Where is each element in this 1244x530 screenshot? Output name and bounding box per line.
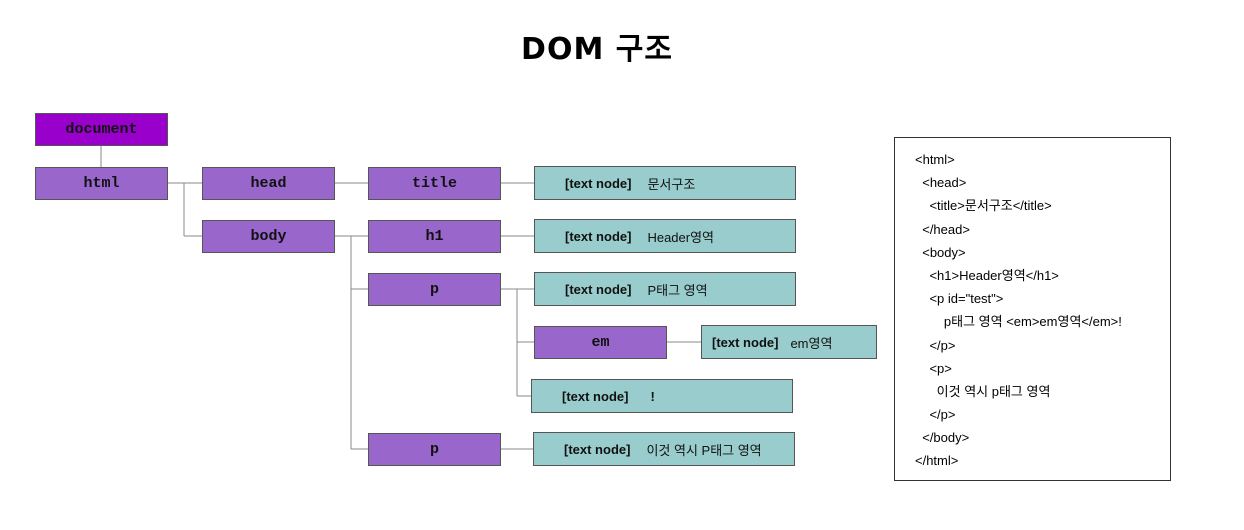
node-body-label: body: [250, 228, 287, 245]
text-node-tag: [text node]: [712, 334, 779, 350]
text-node-tag: [text node]: [565, 281, 632, 297]
node-document-label: document: [65, 121, 138, 138]
code-line: <head>: [915, 175, 967, 191]
node-head-label: head: [250, 175, 287, 192]
code-line: <p id="test">: [915, 291, 1004, 307]
text-node-exclamation: [text node] !: [531, 379, 793, 413]
text-node-tag: [text node]: [565, 175, 632, 191]
node-document: document: [35, 113, 168, 146]
text-node-em: [text node] em영역: [701, 325, 877, 359]
code-line: </p>: [915, 407, 956, 423]
text-node-value: !: [650, 388, 655, 404]
text-node-value: P태그 영역: [647, 282, 708, 298]
node-p1: p: [368, 273, 501, 306]
text-node-h1: [text node] Header영역: [534, 219, 796, 253]
code-line: p태그 영역 <em>em영역</em>!: [915, 314, 1122, 330]
text-node-p1: [text node] P태그 영역: [534, 272, 796, 306]
diagram-title: DOM 구조: [521, 32, 673, 67]
node-head: head: [202, 167, 335, 200]
text-node-value: em영역: [790, 335, 833, 351]
node-h1-label: h1: [425, 228, 444, 245]
code-line: <body>: [915, 244, 966, 260]
node-html-label: html: [83, 175, 120, 192]
code-line: </p>: [915, 337, 956, 353]
text-node-tag: [text node]: [564, 441, 631, 457]
text-node-p2: [text node] 이것 역시 P태그 영역: [533, 432, 795, 466]
text-node-tag: [text node]: [565, 228, 632, 244]
node-p2-label: p: [429, 441, 439, 458]
node-em: em: [534, 326, 667, 359]
text-node-value: Header영역: [647, 229, 715, 245]
text-node-value: 이것 역시 P태그 영역: [646, 442, 762, 458]
code-line: <h1>Header영역</h1>: [915, 267, 1059, 283]
code-line: <title>문서구조</title>: [915, 198, 1052, 214]
code-line: <p>: [915, 360, 952, 376]
node-h1: h1: [368, 220, 501, 253]
code-line: <html>: [915, 152, 955, 167]
text-node-tag: [text node]: [562, 388, 629, 404]
node-em-label: em: [591, 334, 610, 351]
node-body: body: [202, 220, 335, 253]
node-html: html: [35, 167, 168, 200]
node-title: title: [368, 167, 501, 200]
code-line: </head>: [915, 221, 970, 237]
node-p1-label: p: [429, 281, 439, 298]
node-p2: p: [368, 433, 501, 466]
node-title-label: title: [411, 175, 457, 192]
code-line: </body>: [915, 430, 970, 446]
html-source-panel: <html> <head> <title>문서구조</title> </head…: [894, 137, 1171, 481]
code-line: </html>: [915, 453, 959, 469]
text-node-value: 문서구조: [647, 176, 696, 192]
text-node-title: [text node] 문서구조: [534, 166, 796, 200]
code-line: 이것 역시 p태그 영역: [915, 383, 1051, 399]
